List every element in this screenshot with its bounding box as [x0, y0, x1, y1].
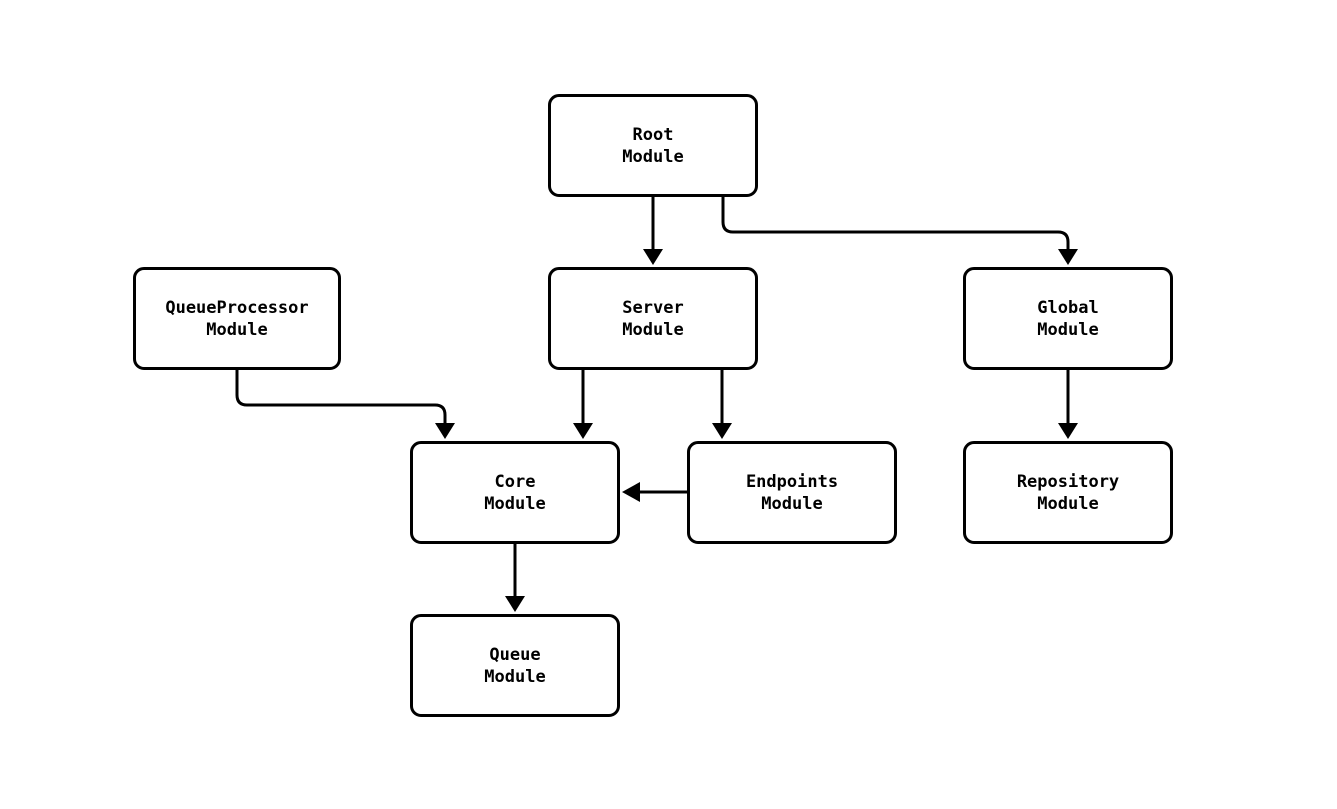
- node-repository-module-suffix: Module: [1037, 493, 1099, 514]
- edge-server-to-endpoints: [712, 370, 732, 439]
- node-server-module[interactable]: Server Module: [548, 267, 758, 370]
- node-global-module[interactable]: Global Module: [963, 267, 1173, 370]
- node-core-module[interactable]: Core Module: [410, 441, 620, 544]
- node-queue-module[interactable]: Queue Module: [410, 614, 620, 717]
- node-root-module-suffix: Module: [622, 146, 684, 167]
- node-core-module-name: Core: [494, 471, 536, 492]
- node-endpoints-module-name: Endpoints: [745, 471, 839, 492]
- edge-endpoints-to-core: [622, 482, 687, 502]
- node-repository-module[interactable]: Repository Module: [963, 441, 1173, 544]
- node-queueprocessor-module[interactable]: QueueProcessor Module: [133, 267, 341, 370]
- edge-root-to-server: [643, 197, 663, 265]
- node-queueprocessor-module-name: QueueProcessor: [165, 297, 309, 318]
- node-endpoints-module[interactable]: Endpoints Module: [687, 441, 897, 544]
- edge-root-to-global: [721, 197, 1078, 265]
- edge-queueprocessor-to-core: [235, 370, 455, 439]
- node-queue-module-name: Queue: [489, 644, 541, 665]
- node-server-module-suffix: Module: [622, 319, 684, 340]
- node-queueprocessor-module-suffix: Module: [206, 319, 268, 340]
- edge-core-to-queue: [505, 544, 525, 612]
- node-global-module-name: Global: [1037, 297, 1099, 318]
- node-core-module-suffix: Module: [484, 493, 546, 514]
- node-global-module-suffix: Module: [1037, 319, 1099, 340]
- node-endpoints-module-suffix: Module: [761, 493, 823, 514]
- node-queue-module-suffix: Module: [484, 666, 546, 687]
- node-root-module-name: Root: [632, 124, 674, 145]
- edge-server-to-core: [573, 370, 593, 439]
- node-server-module-name: Server: [622, 297, 684, 318]
- node-root-module[interactable]: Root Module: [548, 94, 758, 197]
- edge-global-to-repository: [1058, 370, 1078, 439]
- node-repository-module-name: Repository: [1016, 471, 1120, 492]
